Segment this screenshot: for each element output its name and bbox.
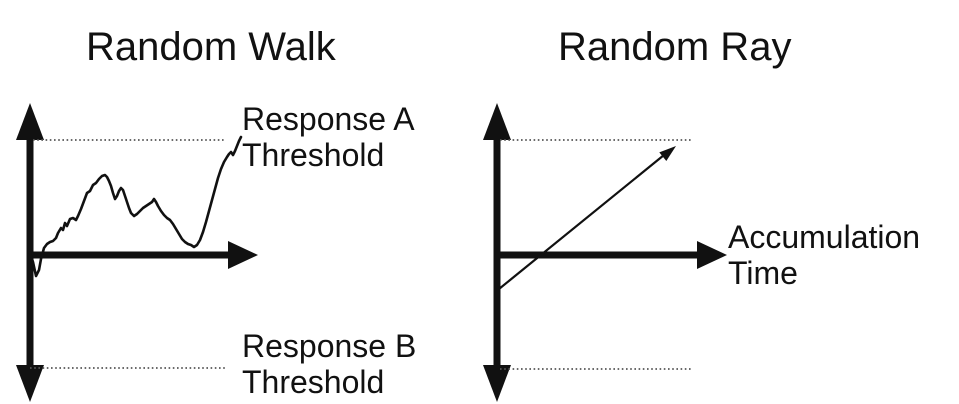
accumulation-time-label-line2: Time bbox=[728, 255, 798, 291]
accumulation-time-label: Accumulation Time bbox=[728, 219, 920, 291]
random-walk-title: Random Walk bbox=[86, 25, 336, 69]
ray-line bbox=[497, 153, 666, 291]
ray-evidence-axis-arrowhead-up-icon bbox=[483, 103, 511, 140]
threshold-b-label: Response B Threshold bbox=[242, 328, 416, 400]
walk-evidence-axis-arrowhead-up-icon bbox=[16, 103, 44, 140]
threshold-a-label: Response A Threshold bbox=[242, 101, 415, 173]
ray-evidence-axis-arrowhead-down-icon bbox=[483, 365, 511, 402]
random-ray-title: Random Ray bbox=[558, 25, 792, 69]
ray-arrowhead-icon bbox=[659, 146, 676, 161]
threshold-b-label-line2: Threshold bbox=[242, 364, 385, 400]
ray-time-axis-arrowhead-icon bbox=[697, 241, 727, 269]
random-ray-diagram bbox=[483, 103, 727, 402]
threshold-a-label-line2: Threshold bbox=[242, 137, 385, 173]
walk-time-axis-arrowhead-icon bbox=[228, 241, 258, 269]
random-walk-trace bbox=[28, 135, 243, 278]
accumulation-time-label-line1: Accumulation bbox=[728, 219, 921, 255]
threshold-b-label-line1: Response B bbox=[242, 328, 417, 364]
walk-evidence-axis-arrowhead-down-icon bbox=[16, 365, 44, 402]
random-walk-diagram bbox=[16, 103, 258, 402]
threshold-a-label-line1: Response A bbox=[242, 101, 415, 137]
